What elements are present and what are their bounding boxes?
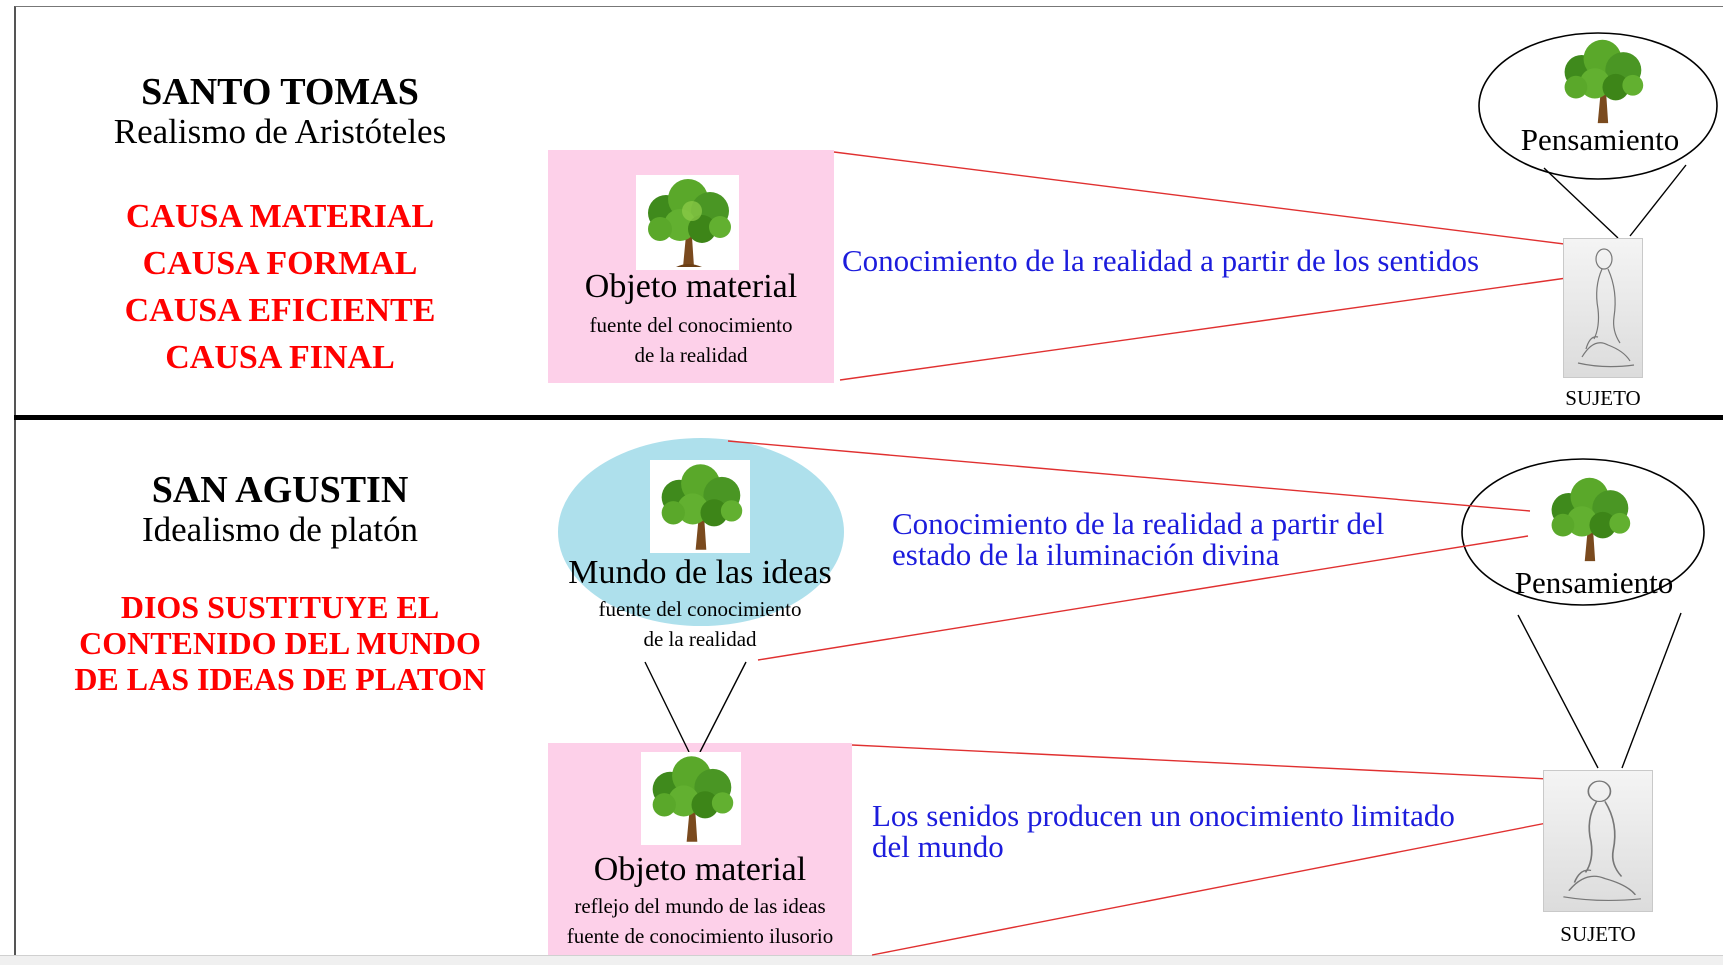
cause-material: CAUSA MATERIAL [125,198,435,235]
top-subject-label: SUJETO [1565,386,1641,410]
ideas-line1: fuente del conocimiento [598,597,802,621]
cause-final: CAUSA FINAL [165,339,395,376]
bottom-knowledge-line2: estado de la iluminación divina [892,537,1280,572]
bottom-object-desc: reflejo del mundo de las ideas fuente de… [548,891,852,951]
bottom-object-line2: fuente de conocimiento ilusorio [566,924,834,948]
ideas-line2: de la realidad [643,627,757,651]
ray-ideas-lower [757,535,1529,661]
tree-icon [650,460,750,553]
ray-ideas-upper [727,440,1531,512]
ray-top-upper [833,151,1589,248]
ideas-link-right [699,661,747,753]
top-object-title: Objeto material [584,268,798,305]
bubble-tail-top-right [1629,164,1687,237]
seated-figure-icon [1543,770,1653,912]
window-bottom-bar [0,955,1723,965]
dios-line3: DE LAS IDEAS DE PLATON [74,661,486,697]
senses-text: Los senidos producen un onocimiento limi… [872,800,1512,862]
bottom-thought-label: Pensamiento [1514,565,1674,600]
bottom-object-title: Objeto material [593,851,807,888]
bottom-subtitle: Idealismo de platón [141,510,419,549]
bottom-object-line1: reflejo del mundo de las ideas [574,894,826,918]
page-frame [14,6,1723,956]
top-subtitle: Realismo de Aristóteles [113,112,447,151]
bubble-tail-top-left [1543,167,1619,239]
top-title: SANTO TOMAS [141,71,419,113]
senses-line2: del mundo [872,829,1004,864]
top-knowledge-text: Conocimiento de la realidad a partir de … [842,243,1480,278]
top-object-line2: de la realidad [634,343,748,367]
ideas-title: Mundo de las ideas [568,554,832,591]
tree-icon [641,752,741,845]
top-thought-label: Pensamiento [1520,122,1680,157]
ray-bottom-lower [871,812,1599,956]
dios-line2: CONTENIDO DEL MUNDO [79,625,481,661]
ray-bottom-upper [851,744,1591,782]
tree-icon [636,175,739,270]
causes-list: CAUSA MATERIAL CAUSA FORMAL CAUSA EFICIE… [60,193,500,381]
seated-figure-icon [1563,238,1643,378]
tree-icon [1540,474,1638,564]
senses-line1: Los senidos producen un onocimiento limi… [872,798,1455,833]
dios-line1: DIOS SUSTITUYE EL [120,589,440,625]
bottom-title: SAN AGUSTIN [151,469,409,511]
bubble-tail-bottom-left [1517,614,1599,769]
ideas-link-left [644,661,690,753]
bottom-subject-label: SUJETO [1560,922,1636,946]
top-object-desc: fuente del conocimiento de la realidad [548,310,834,370]
cause-efficient: CAUSA EFICIENTE [124,292,436,329]
dios-text: DIOS SUSTITUYE EL CONTENIDO DEL MUNDO DE… [40,589,520,697]
thought-bubble-top [1478,32,1718,180]
top-object-line1: fuente del conocimiento [589,313,793,337]
bottom-knowledge-text: Conocimiento de la realidad a partir del… [892,508,1492,570]
tree-icon [1553,36,1651,126]
bubble-tail-bottom-right [1621,612,1682,769]
cause-formal: CAUSA FORMAL [142,245,418,282]
ray-top-lower [839,274,1589,381]
bottom-knowledge-line1: Conocimiento de la realidad a partir del [892,506,1385,541]
section-divider [14,415,1723,420]
ideas-desc: fuente del conocimiento de la realidad [555,594,845,654]
